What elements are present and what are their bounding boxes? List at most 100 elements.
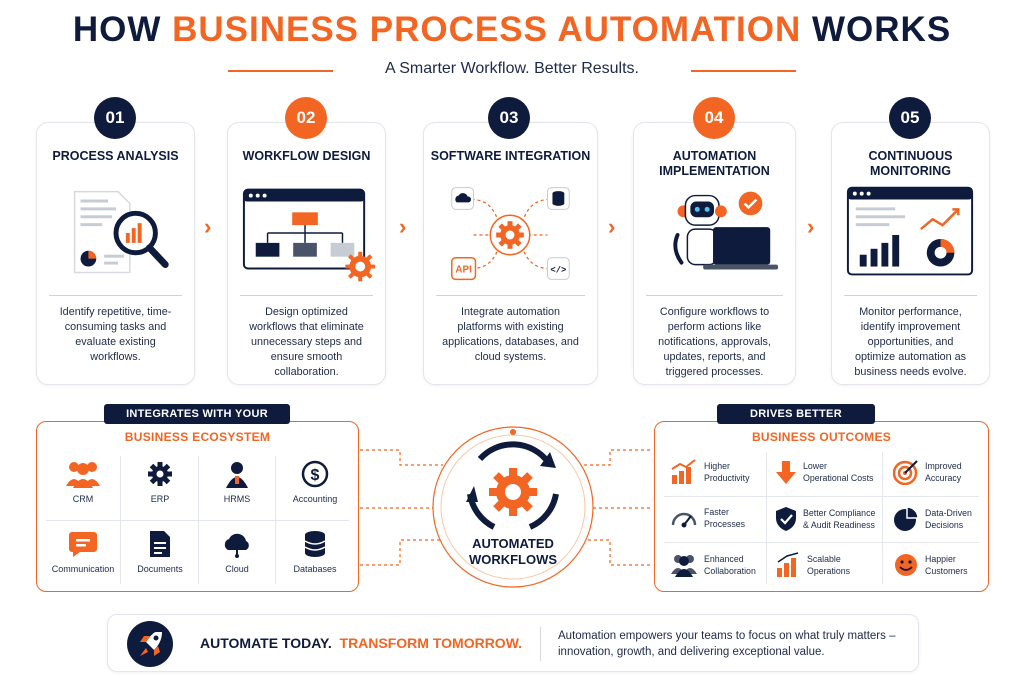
outcomes-subtitle: BUSINESS OUTCOMES — [751, 430, 892, 444]
step-number-5: 05 — [889, 97, 931, 139]
shield-check-icon — [776, 507, 796, 531]
center-line-1: AUTOMATED — [472, 536, 554, 551]
page-subtitle: A Smarter Workflow. Better Results. — [384, 60, 639, 77]
footer-separator — [540, 627, 541, 661]
automated-workflows-label: AUTOMATED WORKFLOWS — [448, 536, 578, 568]
ecosystem-item-cloud: Cloud — [198, 530, 276, 574]
outcome-better-compliance: Better Compliance & Audit Readiness — [775, 506, 875, 532]
step-divider-5 — [844, 295, 977, 296]
step-divider-4 — [646, 295, 783, 296]
outcome-label: Better Compliance — [803, 508, 876, 518]
step-number-2: 02 — [285, 97, 327, 139]
center-line-2: WORKFLOWS — [468, 552, 558, 567]
ecosystem-item-accounting: $ Accounting — [276, 460, 354, 504]
outcomes-divider — [664, 542, 979, 543]
outcome-label: Happier — [925, 554, 956, 564]
smile-icon — [895, 554, 917, 576]
step-title-4: AUTOMATION IMPLEMENTATION — [659, 149, 770, 178]
ecosystem-label: Accounting — [292, 494, 338, 504]
outcome-label: Enhanced — [704, 554, 744, 564]
footer-banner: AUTOMATE TODAY. TRANSFORM TOMORROW. Auto… — [107, 614, 919, 672]
ecosystem-label: Communication — [51, 564, 115, 574]
step-number-3: 03 — [488, 97, 530, 139]
outcome-label: Customers — [925, 566, 968, 576]
outcome-label: Accuracy — [925, 473, 962, 483]
dollar-icon: $ — [301, 460, 329, 488]
step-number-1: 01 — [94, 97, 136, 139]
step-divider-2 — [240, 295, 373, 296]
footer-head-2: TRANSFORM TOMORROW. — [339, 635, 523, 651]
outcomes-divider — [766, 452, 767, 584]
chevron-right-icon: › — [204, 214, 212, 239]
ecosystem-item-hrms: HRMS — [198, 460, 276, 504]
footer-head-1: AUTOMATE TODAY. — [200, 635, 332, 651]
ecosystem-label: ERP — [150, 494, 170, 504]
chevron-right-icon: › — [608, 214, 616, 239]
step-description-4: Configure workflows to perform actions l… — [658, 306, 771, 378]
outcome-label: Faster — [704, 507, 729, 517]
ecosystem-item-erp: ERP — [121, 460, 199, 504]
monitoring-dashboard-icon — [846, 186, 974, 276]
step-number-4: 04 — [693, 97, 735, 139]
outcome-label: Data-Driven — [925, 508, 972, 518]
ecosystem-subtitle: BUSINESS ECOSYSTEM — [124, 430, 271, 444]
workflow-diagram-icon — [242, 188, 375, 282]
step-title-3: SOFTWARE INTEGRATION — [430, 149, 591, 163]
step-divider-3 — [436, 295, 585, 296]
outcome-label: Operations — [807, 566, 851, 576]
robot-laptop-icon — [673, 191, 779, 270]
ecosystem-tag: INTEGRATES WITH YOUR — [104, 404, 290, 424]
api-label: API — [455, 265, 472, 276]
ecosystem-label: Databases — [293, 564, 337, 574]
step-description-2: Design optimized workflows that eliminat… — [249, 306, 364, 378]
cloud-icon — [224, 533, 249, 558]
outcome-label: Collaboration — [704, 566, 756, 576]
outcomes-divider — [664, 496, 979, 497]
outcome-label: Improved — [925, 461, 962, 471]
integration-hub-icon: API </> — [451, 187, 570, 281]
ecosystem-label: HRMS — [223, 494, 251, 504]
rocket-icon — [127, 621, 173, 667]
step-card-1: PROCESS ANALYSIS Identify repetitive, ti… — [36, 122, 195, 385]
step-description-3: Integrate automation platforms with exis… — [442, 306, 579, 363]
ecosystem-label: CRM — [72, 494, 94, 504]
ecosystem-item-crm: CRM — [44, 460, 122, 504]
automated-workflows-gear-icon — [432, 426, 594, 588]
chevron-right-icon: › — [399, 214, 407, 239]
database-icon — [304, 531, 326, 557]
ecosystem-item-databases: Databases — [276, 530, 354, 574]
step-card-2: WORKFLOW DESIGN Design optimized workflo… — [227, 122, 386, 385]
gear-icon — [148, 462, 172, 486]
title-part-2: BUSINESS PROCESS AUTOMATION — [172, 10, 802, 49]
chevron-right-icon: › — [807, 214, 815, 239]
outcome-label: Decisions — [925, 520, 964, 530]
outcome-label: Processes — [704, 519, 746, 529]
ecosystem-label: Documents — [137, 564, 183, 574]
outcomes-tag: DRIVES BETTER — [717, 404, 875, 424]
subtitle-line-left — [228, 70, 333, 72]
title-part-3: WORKS — [801, 10, 952, 49]
step-divider-1 — [49, 295, 182, 296]
team-icon — [671, 555, 697, 577]
outcome-label: Operational Costs — [803, 473, 874, 483]
ecosystem-item-communication: Communication — [44, 530, 122, 574]
subtitle-row: A Smarter Workflow. Better Results. — [228, 60, 796, 82]
step-description-5: Monitor performance, identify improvemen… — [854, 306, 967, 378]
footer-headline: AUTOMATE TODAY. TRANSFORM TOMORROW. — [200, 635, 522, 651]
chat-icon — [69, 532, 97, 557]
svg-text:$: $ — [311, 467, 320, 484]
page-title: HOW BUSINESS PROCESS AUTOMATION WORKS — [0, 10, 1024, 50]
pie-chart-icon — [894, 506, 919, 531]
footer-text: Automation empowers your teams to focus … — [558, 630, 896, 658]
outcome-label: Productivity — [704, 473, 750, 483]
target-icon — [893, 460, 918, 485]
outcome-label: Scalable — [807, 554, 841, 564]
outcome-label: & Audit Readiness — [803, 520, 875, 530]
step-title-1: PROCESS ANALYSIS — [52, 149, 179, 163]
